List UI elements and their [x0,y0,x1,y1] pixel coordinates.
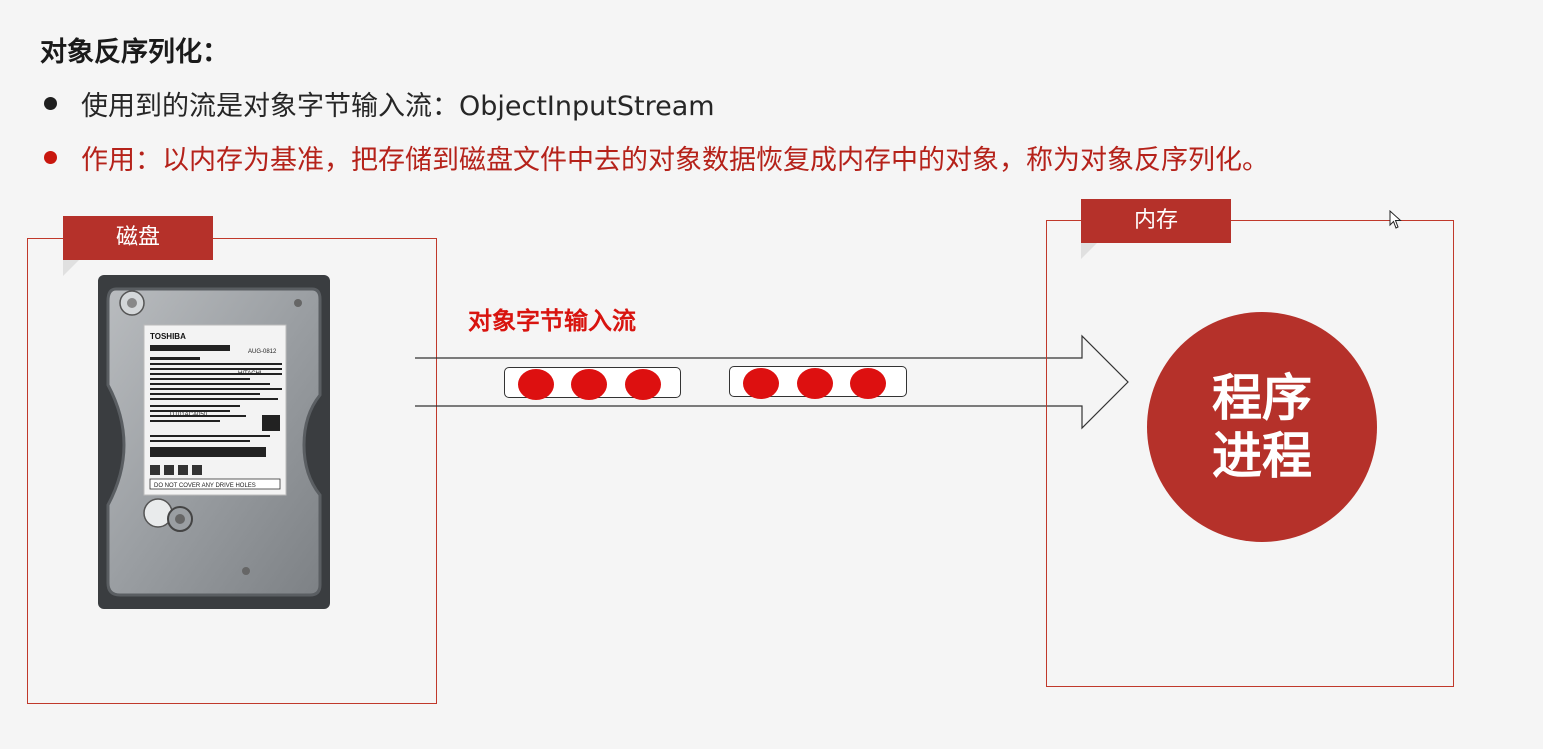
data-ball [850,368,886,399]
hdd-model-text: AUG-0812 [248,349,277,355]
stream-arrow [415,334,1129,430]
process-line-1: 程序 [1212,369,1312,427]
bullet-dot-icon [44,97,57,110]
bullet-text: 作用：以内存为基准，把存储到磁盘文件中去的对象数据恢复成内存中的对象，称为对象反… [81,145,1269,176]
hdd-notice-text: DO NOT COVER ANY DRIVE HOLES [154,483,256,489]
program-process-circle: 程序 进程 [1147,312,1377,542]
data-ball [743,368,779,399]
mouse-cursor-icon [1389,210,1402,229]
data-ball [571,369,607,400]
data-packet [729,366,907,399]
disk-tag: 磁盘 [63,216,213,276]
page-title: 对象反序列化： [40,37,229,68]
hdd-brand-text: TOSHIBA [150,332,186,341]
process-line-2: 进程 [1212,427,1312,485]
bullet-dot-icon [44,151,57,164]
bullet-text: 使用到的流是对象字节输入流：ObjectInputStream [81,91,715,122]
hdd-drive-text: DT01ACA050 [170,412,208,418]
data-ball [518,369,554,400]
disk-frame [27,238,437,704]
data-ball [625,369,661,400]
hard-drive-image: TOSHIBA AUG-0812 HITACHI DT01ACA050 DO N… [98,275,330,609]
bullet-stream-name: 使用到的流是对象字节输入流：ObjectInputStream [44,84,715,123]
data-packet [504,367,681,400]
memory-tag: 内存 [1081,199,1231,259]
data-ball [797,368,833,399]
hdd-maker-text: HITACHI [238,371,262,377]
bullet-purpose: 作用：以内存为基准，把存储到磁盘文件中去的对象数据恢复成内存中的对象，称为对象反… [44,138,1269,177]
memory-frame [1046,220,1454,687]
stream-label: 对象字节输入流 [468,307,636,335]
